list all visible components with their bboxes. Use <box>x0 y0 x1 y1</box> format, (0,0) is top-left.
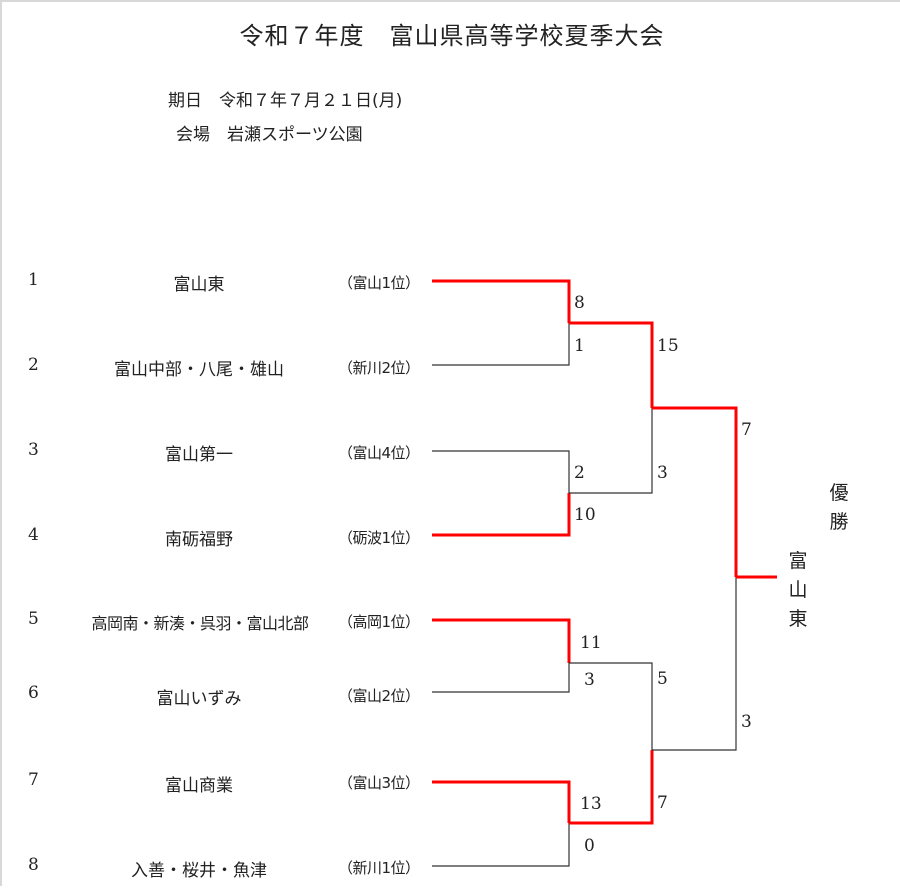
team-qualifier: （新川1位） <box>338 859 420 877</box>
score-r1-m1-top: 8 <box>574 293 585 313</box>
score-r1-m4-top: 13 <box>580 794 602 814</box>
score-r1-m2-top: 2 <box>574 463 585 483</box>
title-event: 富山県高等学校夏季大会 <box>389 22 665 50</box>
score-r1-m4-bottom: 0 <box>584 836 595 856</box>
team-qualifier: （富山4位） <box>338 444 420 462</box>
team-qualifier: （高岡1位） <box>338 613 420 631</box>
team-qualifier: （砺波1位） <box>338 529 420 547</box>
date-label: 期日 <box>168 91 202 111</box>
team-name: 富山商業 <box>165 776 233 796</box>
date-value: 令和７年７月２１日(月) <box>219 91 403 111</box>
score-r1-m1-bottom: 1 <box>574 336 585 356</box>
venue-value: 岩瀬スポーツ公園 <box>227 125 363 145</box>
seed-number: 5 <box>28 609 39 629</box>
bracket-line-final-top <box>652 406 738 577</box>
title-era: 令和７年度 <box>239 22 365 50</box>
score-final-top: 7 <box>741 420 752 440</box>
bracket-line-r1-top <box>432 780 571 823</box>
score-r1-m3-bottom: 3 <box>584 670 595 690</box>
seed-number: 7 <box>28 770 39 790</box>
venue-row: 会場 岩瀬スポーツ公園 <box>176 120 363 145</box>
team-qualifier: （富山3位） <box>338 774 420 792</box>
bracket-line-final-bottom <box>652 577 737 751</box>
team-name: 高岡南・新湊・呉羽・富山北部 <box>91 614 309 633</box>
score-r2-m2-top: 5 <box>657 669 668 689</box>
team-qualifier: （富山1位） <box>338 274 420 292</box>
team-qualifier: （新川2位） <box>338 359 420 377</box>
score-final-bottom: 3 <box>741 712 752 732</box>
score-r2-m2-bottom: 7 <box>657 793 668 813</box>
seed-number: 6 <box>28 683 39 703</box>
seed-number: 2 <box>28 355 39 375</box>
champion-label: 優 勝 <box>829 482 849 533</box>
score-r2-m1-bottom: 3 <box>657 463 668 483</box>
bracket-line-r2-top <box>569 321 654 408</box>
date-row: 期日 令和７年７月２１日(月) <box>168 86 402 111</box>
bracket-line-r2-top <box>569 662 653 750</box>
bracket-line-r2-bottom <box>569 750 654 825</box>
team-name: 富山いずみ <box>156 689 242 709</box>
score-r1-m2-bottom: 10 <box>574 505 596 525</box>
seed-number: 8 <box>28 855 39 875</box>
page-title: 令和７年度 富山県高等学校夏季大会 <box>2 16 900 51</box>
bracket-line-r1-top <box>432 618 571 663</box>
bracket-line-r1-bottom <box>432 823 570 867</box>
team-name: 富山第一 <box>165 445 233 465</box>
seed-number: 3 <box>28 440 39 460</box>
team-name: 南砺福野 <box>165 530 233 550</box>
bracket-line-r1-bottom <box>432 663 570 693</box>
champion-name: 富 山 東 <box>788 550 808 630</box>
bracket-line-r1-top <box>432 279 571 323</box>
seed-number: 4 <box>28 525 39 545</box>
team-name: 富山中部・八尾・雄山 <box>114 360 284 380</box>
bracket-line-r1-bottom <box>432 323 570 366</box>
score-r2-m1-top: 15 <box>657 336 679 356</box>
seed-number: 1 <box>28 270 39 290</box>
team-qualifier: （富山2位） <box>338 687 420 705</box>
bracket-line-r1-bottom <box>432 493 571 537</box>
venue-label: 会場 <box>176 125 210 145</box>
bracket-line-r2-bottom <box>569 408 653 494</box>
bracket-line-r1-top <box>432 450 570 493</box>
score-r1-m3-top: 11 <box>580 633 602 653</box>
team-name: 入善・桜井・魚津 <box>131 861 267 881</box>
team-name: 富山東 <box>173 275 225 295</box>
